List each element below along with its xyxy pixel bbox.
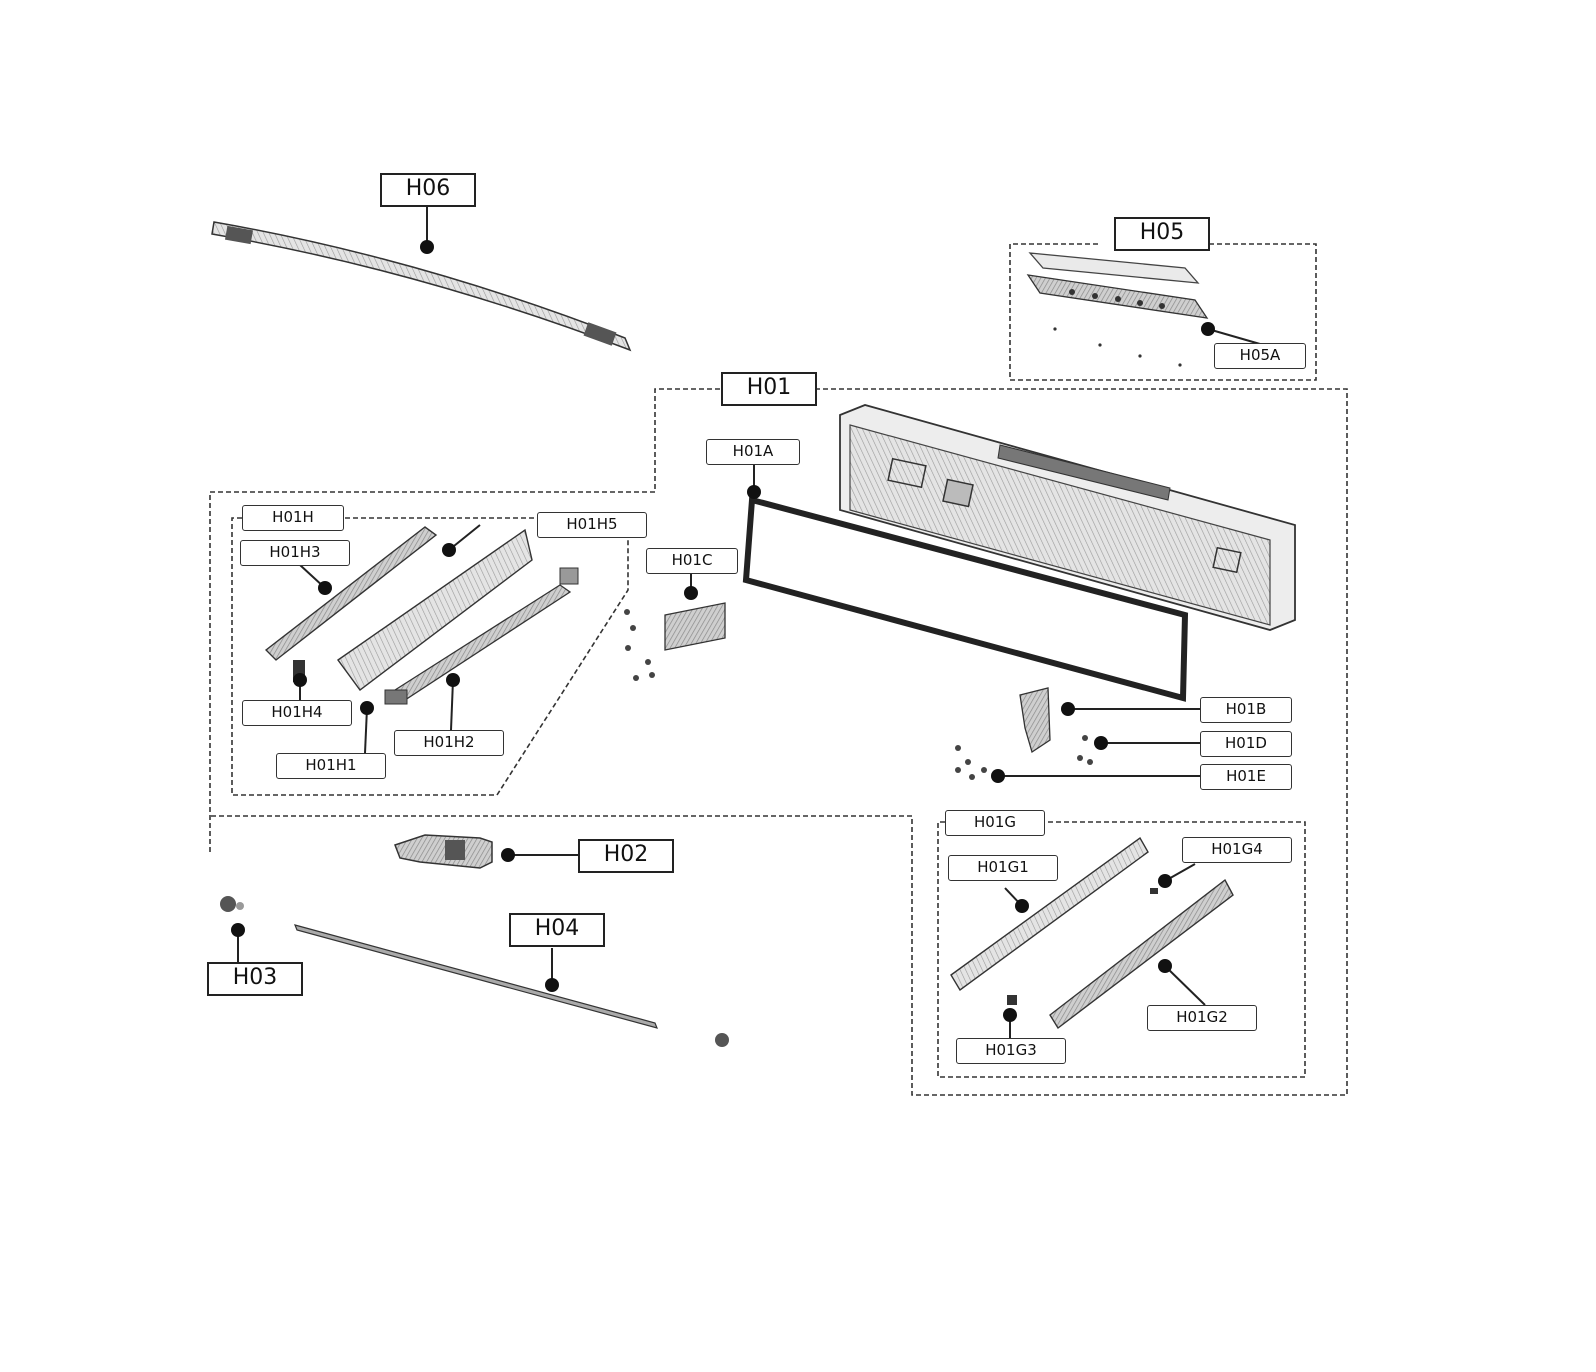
clip-drawing-h01g4 [1150,888,1158,894]
control-panel-drawing-h01 [839,404,1296,631]
callout-h01g3[interactable]: H01G3 [956,1038,1066,1064]
leader-lines [237,203,1261,1040]
screws-drawing-h01d [1077,735,1093,765]
callout-h01g4[interactable]: H01G4 [1182,837,1292,863]
callout-h01[interactable]: H01 [721,372,817,406]
callout-h01a[interactable]: H01A [706,439,800,465]
callout-h06[interactable]: H06 [380,173,476,207]
callout-h01g2[interactable]: H01G2 [1147,1005,1257,1031]
callout-h01g[interactable]: H01G [945,810,1045,836]
callout-h01c[interactable]: H01C [646,548,738,574]
callout-h01h4[interactable]: H01H4 [242,700,352,726]
callout-h05a[interactable]: H05A [1214,343,1306,369]
screws-drawing-h01e [955,745,987,780]
handle-drawing-h06 [211,221,632,352]
h01-group-outline [209,388,720,855]
callout-h01h5[interactable]: H01H5 [537,512,647,538]
frame-drawing-h01a [742,496,1189,702]
callout-h05[interactable]: H05 [1114,217,1210,251]
h01g-group-outline [937,821,1306,1078]
knob-drawing-h03 [220,896,244,912]
rail-drawing-h01h5 [337,528,533,691]
h01-group-outline-right [210,388,1348,1096]
callout-h01h3[interactable]: H01H3 [240,540,350,566]
callout-h01h[interactable]: H01H [242,505,344,531]
h05-group-outline [1009,243,1317,381]
callout-h01d[interactable]: H01D [1200,731,1292,757]
rail-drawing-h01g1 [950,836,1149,992]
callout-h04[interactable]: H04 [509,913,605,947]
rod-drawing-h01h2 [384,567,579,705]
callout-h03[interactable]: H03 [207,962,303,996]
bracket-drawing-h01b [1019,687,1051,754]
control-strip-drawing-h05 [1026,252,1209,367]
rail-drawing-h01g2 [1049,878,1234,1030]
hinge-drawing-h02 [394,834,493,869]
rail-drawing-h01h3 [264,526,438,661]
leader-dots [231,240,1215,1022]
callout-h02[interactable]: H02 [578,839,674,873]
callout-h01h1[interactable]: H01H1 [276,753,386,779]
bracket-drawing-h01c [624,602,726,681]
callout-h01b[interactable]: H01B [1200,697,1292,723]
callout-h01e[interactable]: H01E [1200,764,1292,790]
callout-h01h2[interactable]: H01H2 [394,730,504,756]
rod-drawing-h04 [293,924,729,1047]
callout-h01g1[interactable]: H01G1 [948,855,1058,881]
clip-drawing-h01g3 [1007,995,1017,1005]
